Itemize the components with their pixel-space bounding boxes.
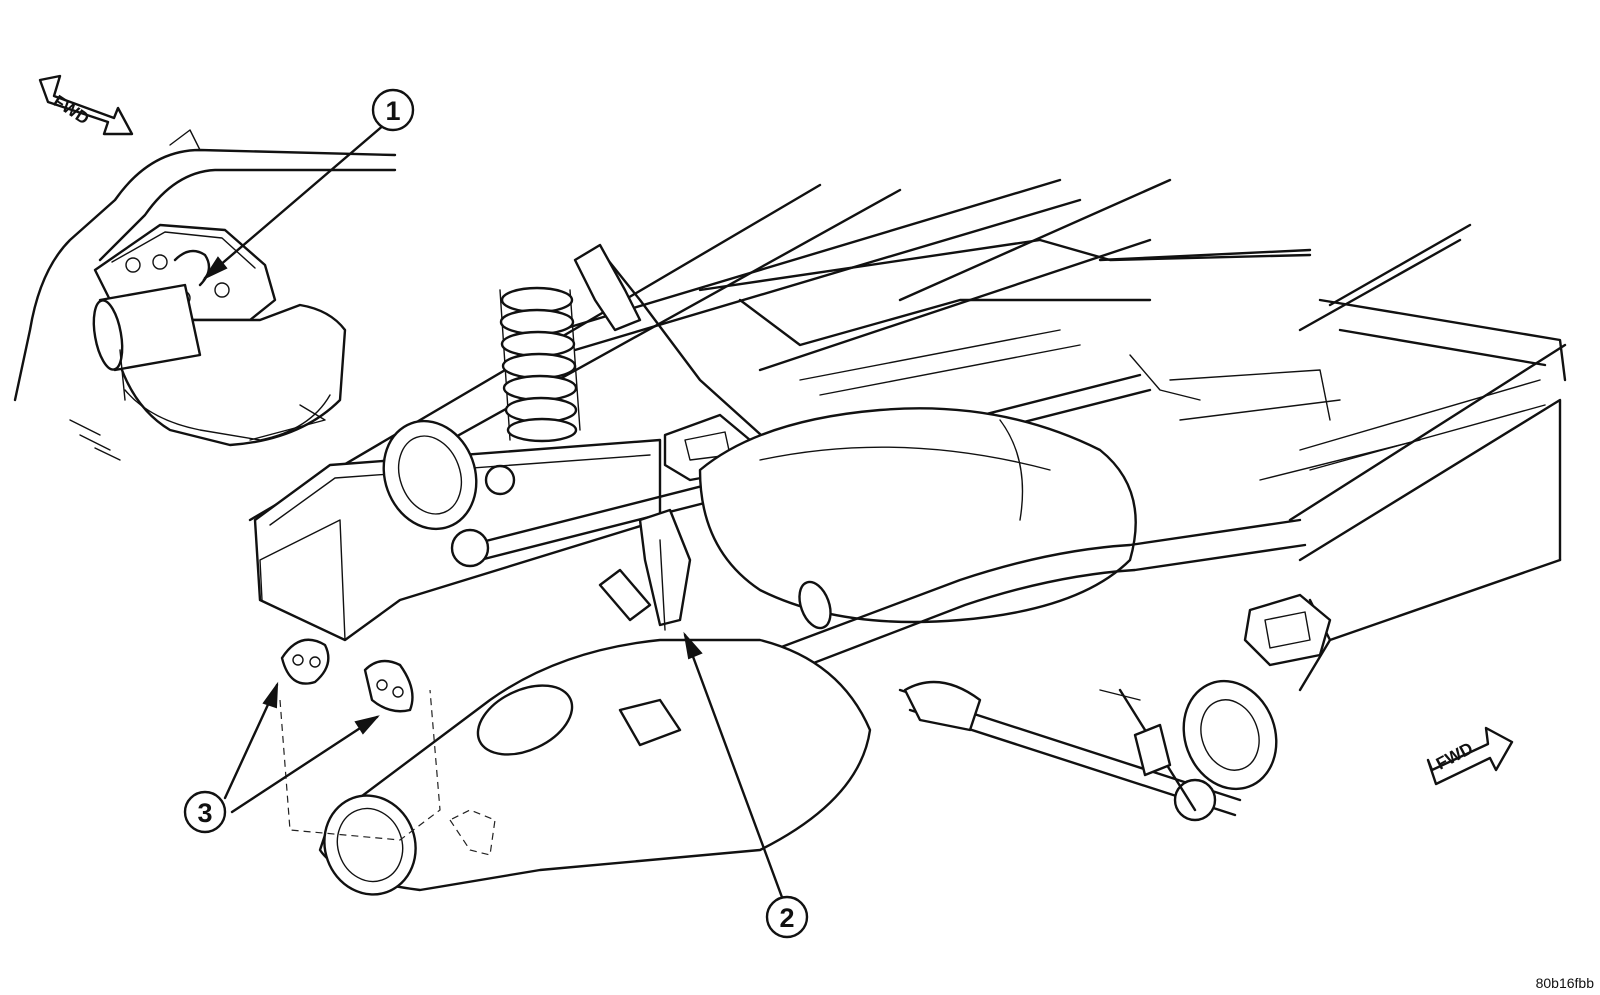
callout-1-label: 1 — [385, 96, 400, 126]
coil-spring — [499, 286, 581, 443]
callout-2: 2 — [683, 631, 809, 939]
callout-3: 3 — [183, 681, 380, 834]
callout-1: 1 — [202, 88, 415, 281]
callout-3-label: 3 — [197, 798, 212, 828]
tailpipe-hanger-left — [280, 638, 330, 685]
muffler — [318, 638, 872, 896]
exhaust-pipe-hanger — [598, 508, 692, 631]
fwd-arrow-bottom-right: FWD — [1426, 726, 1514, 786]
catalytic-converter — [698, 407, 1137, 624]
tailpipe-hanger-right — [363, 659, 414, 713]
figure-code: 80b16fbb — [1536, 975, 1595, 991]
callout-2-label: 2 — [779, 903, 794, 933]
fwd-arrow-top-left: FWD — [38, 74, 134, 136]
front-suspension — [898, 679, 1278, 822]
muffler-heat-shield-outline — [279, 689, 496, 856]
fwd-label-top-left: FWD — [50, 91, 93, 128]
inset-detail-view — [13, 129, 397, 461]
floor-pan-hanger-pad — [1243, 593, 1332, 667]
shock-mount-bracket — [573, 243, 642, 332]
